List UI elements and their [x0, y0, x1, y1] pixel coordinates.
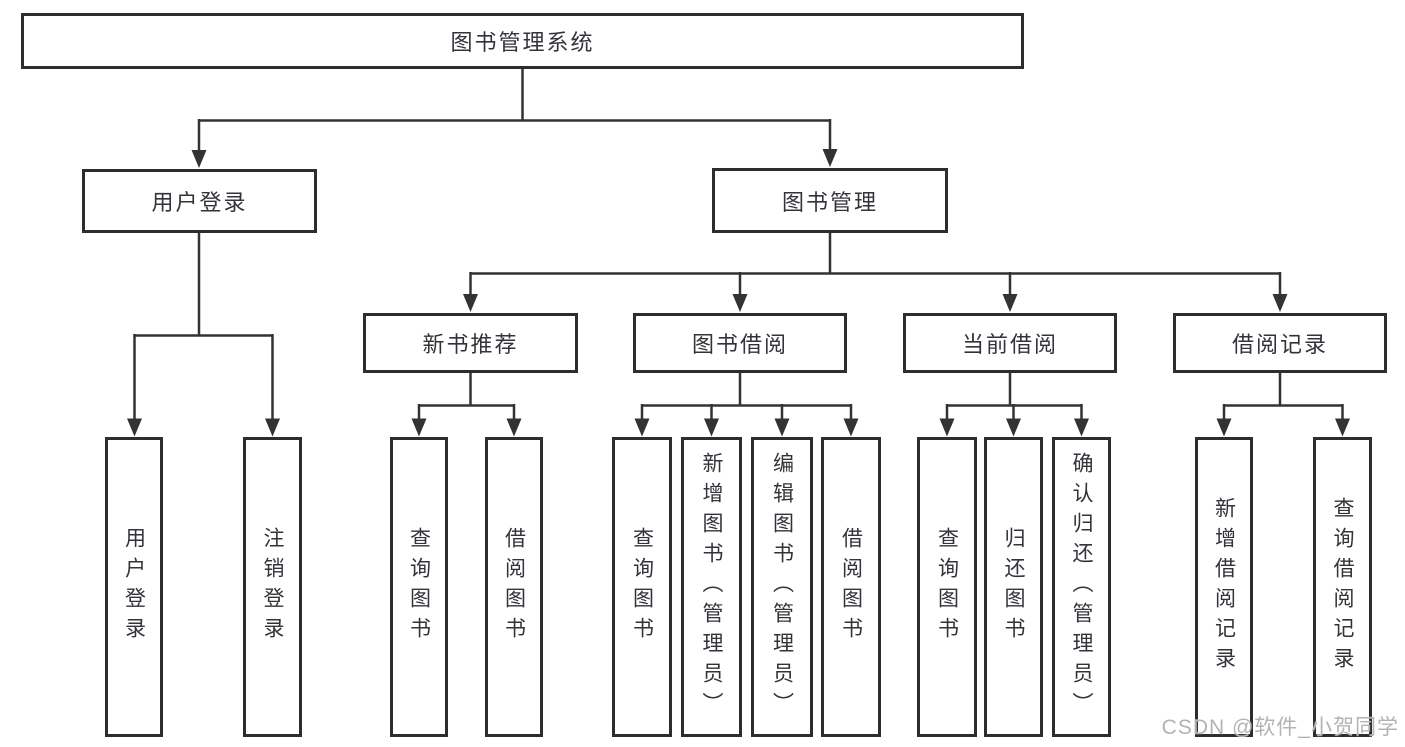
- node-label: 用户登录: [122, 527, 146, 647]
- node-book-borrowing: 图书借阅: [633, 313, 847, 373]
- leaf-records-add-borrow-record: 新增借阅记录: [1195, 437, 1253, 737]
- leaf-recommend-borrow-books: 借阅图书: [485, 437, 543, 737]
- node-label: 图书管理系统: [450, 30, 595, 55]
- leaf-borrowing-query-books: 查询图书: [612, 437, 672, 737]
- leaf-current-query-books: 查询图书: [917, 437, 977, 737]
- node-label: 图书借阅: [691, 332, 788, 357]
- leaf-recommend-query-books: 查询图书: [390, 437, 448, 737]
- leaf-logout: 注销登录: [243, 437, 302, 737]
- leaf-current-confirm-return-admin: 确认归还（管理员）: [1052, 437, 1111, 737]
- node-label: 查询图书: [407, 527, 431, 647]
- leaf-current-return-books: 归还图书: [984, 437, 1043, 737]
- node-label: 查询图书: [630, 527, 654, 647]
- node-new-book-recommend: 新书推荐: [363, 313, 578, 373]
- csdn-watermark: CSDN @软件_小贺同学: [1161, 716, 1399, 739]
- node-label: 归还图书: [1002, 527, 1026, 647]
- leaf-user-login: 用户登录: [105, 437, 163, 737]
- node-label: 新增借阅记录: [1212, 497, 1236, 677]
- node-label: 新书推荐: [422, 332, 519, 357]
- node-label: 图书管理: [781, 189, 878, 215]
- node-label: 查询图书: [935, 527, 959, 647]
- leaf-borrowing-edit-books-admin: 编辑图书（管理员）: [751, 437, 813, 737]
- node-book-management: 图书管理: [712, 168, 948, 233]
- node-label: 借阅图书: [839, 527, 863, 647]
- node-current-borrowing: 当前借阅: [903, 313, 1117, 373]
- node-borrowing-records: 借阅记录: [1173, 313, 1387, 373]
- leaf-borrowing-add-books-admin: 新增图书（管理员）: [681, 437, 742, 737]
- node-label: 查询借阅记录: [1331, 497, 1355, 677]
- node-label: 用户登录: [151, 190, 248, 215]
- node-library-management-system: 图书管理系统: [21, 13, 1024, 69]
- node-label: 借阅记录: [1231, 332, 1328, 357]
- node-label: 当前借阅: [961, 332, 1058, 357]
- node-user-login: 用户登录: [82, 169, 317, 233]
- node-label: 注销登录: [261, 527, 285, 647]
- node-label: 确认归还（管理员）: [1070, 452, 1094, 722]
- node-label: 借阅图书: [502, 527, 526, 647]
- leaf-borrowing-borrow-books: 借阅图书: [821, 437, 881, 737]
- node-label: 新增图书（管理员）: [700, 452, 724, 722]
- node-label: 编辑图书（管理员）: [770, 452, 794, 722]
- leaf-records-query-borrow-record: 查询借阅记录: [1313, 437, 1372, 737]
